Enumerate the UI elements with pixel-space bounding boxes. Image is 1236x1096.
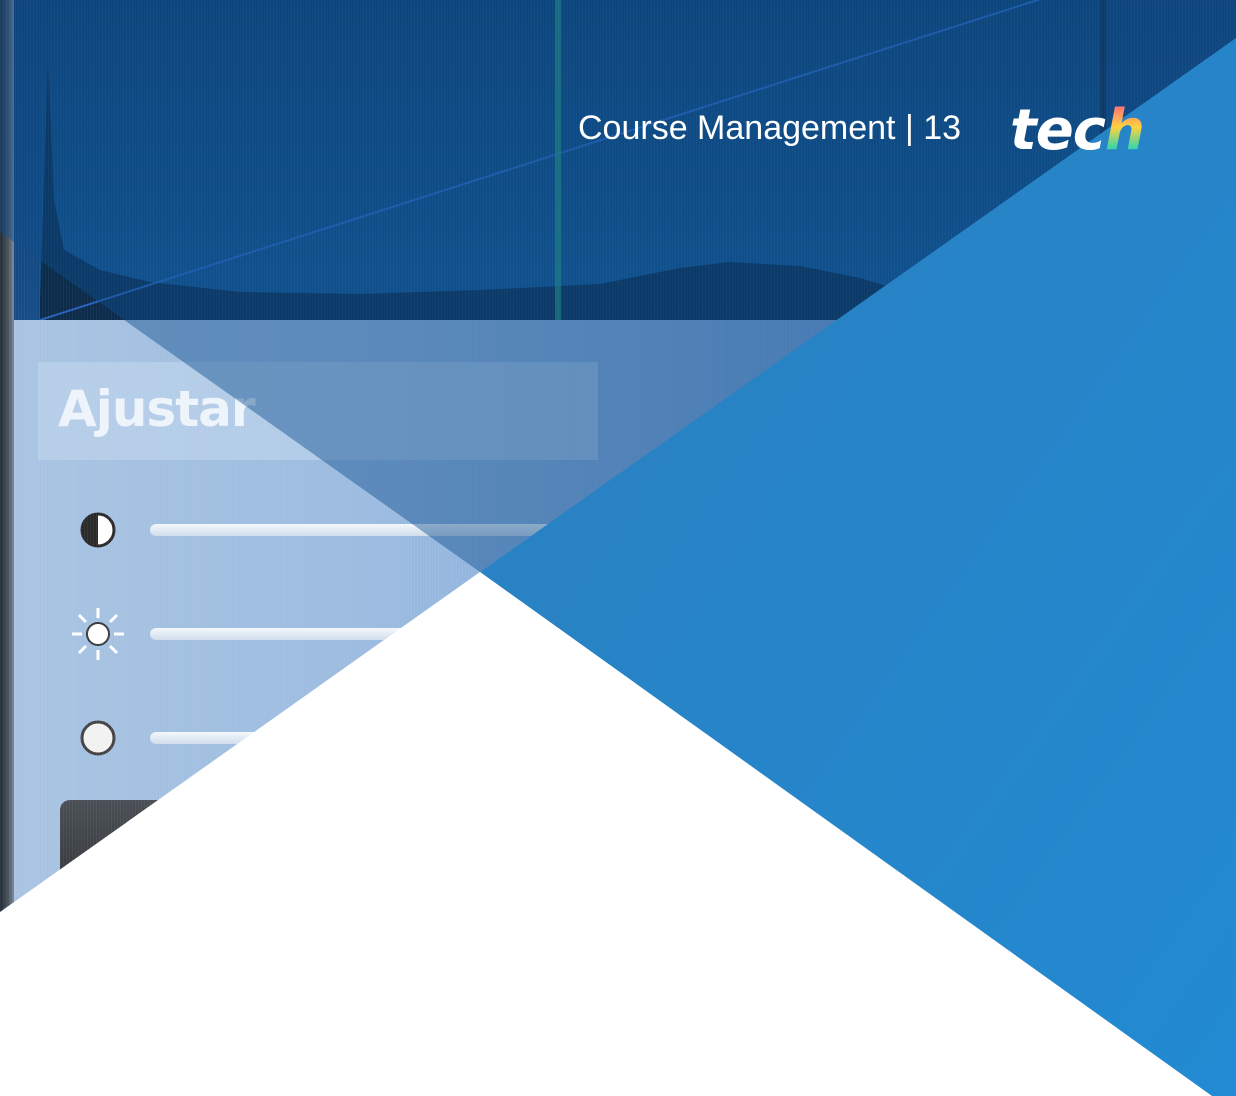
tech-logo: tech	[1010, 96, 1145, 166]
dark-blue-overlay	[0, 0, 1236, 572]
logo-text-main: tec	[1010, 98, 1106, 163]
page-header: Course Management | 13	[578, 106, 961, 150]
adjust-title: Ajustar	[58, 380, 255, 438]
histogram-curve	[40, 60, 1100, 320]
histogram-diagonal	[40, 0, 1041, 320]
saturation-icon	[80, 720, 116, 756]
logo-text-last: h	[1104, 98, 1145, 163]
blue-triangle	[480, 38, 1236, 1096]
section-title: Course Management	[578, 109, 896, 147]
contrast-icon	[80, 512, 116, 548]
header-separator: |	[895, 109, 924, 147]
white-wedge	[0, 572, 1212, 1096]
page-number: 13	[923, 109, 962, 147]
histogram-graph	[40, 0, 1100, 320]
brightness-icon	[72, 608, 124, 660]
monitor-bezel	[0, 0, 14, 1096]
adjust-header	[38, 362, 598, 460]
